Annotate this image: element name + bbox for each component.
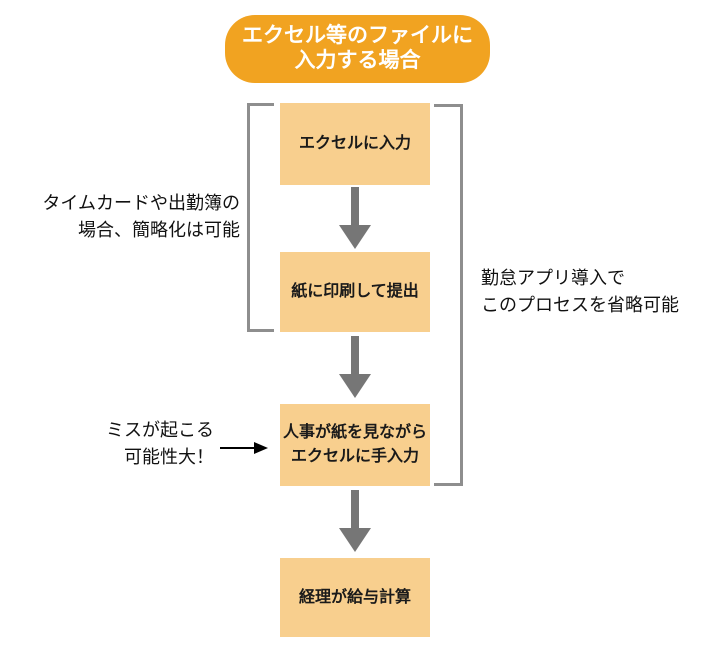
step-label: 人事が紙を見ながら エクセルに手入力 bbox=[282, 424, 427, 465]
note-attendance-app-skip: 勤怠アプリ導入で このプロセスを省略可能 bbox=[481, 268, 679, 315]
step-box-payroll-calc: 経理が給与計算 bbox=[280, 558, 430, 637]
group-bracket-right bbox=[434, 104, 463, 486]
arrow-down-icon bbox=[339, 490, 371, 552]
arrow-down-icon bbox=[339, 187, 371, 249]
step-box-excel-input: エクセルに入力 bbox=[280, 103, 430, 185]
arrow-down-icon bbox=[339, 336, 371, 398]
flow-title-badge: エクセル等のファイルに 入力する場合 bbox=[225, 15, 490, 83]
step-label: 紙に印刷して提出 bbox=[291, 283, 419, 300]
step-label: エクセルに入力 bbox=[298, 135, 411, 152]
step-box-hr-manual-input: 人事が紙を見ながら エクセルに手入力 bbox=[280, 404, 430, 486]
step-label: 経理が給与計算 bbox=[298, 588, 411, 606]
note-timecard-simplify: タイムカードや出勤簿の 場合、簡略化は可能 bbox=[42, 193, 240, 240]
step-box-print-submit: 紙に印刷して提出 bbox=[280, 252, 430, 332]
arrow-right-icon bbox=[220, 442, 268, 454]
flow-title-text: エクセル等のファイルに 入力する場合 bbox=[242, 24, 473, 72]
note-mistake-risk: ミスが起こる 可能性大！ bbox=[106, 420, 214, 467]
group-bracket-left bbox=[247, 103, 274, 332]
